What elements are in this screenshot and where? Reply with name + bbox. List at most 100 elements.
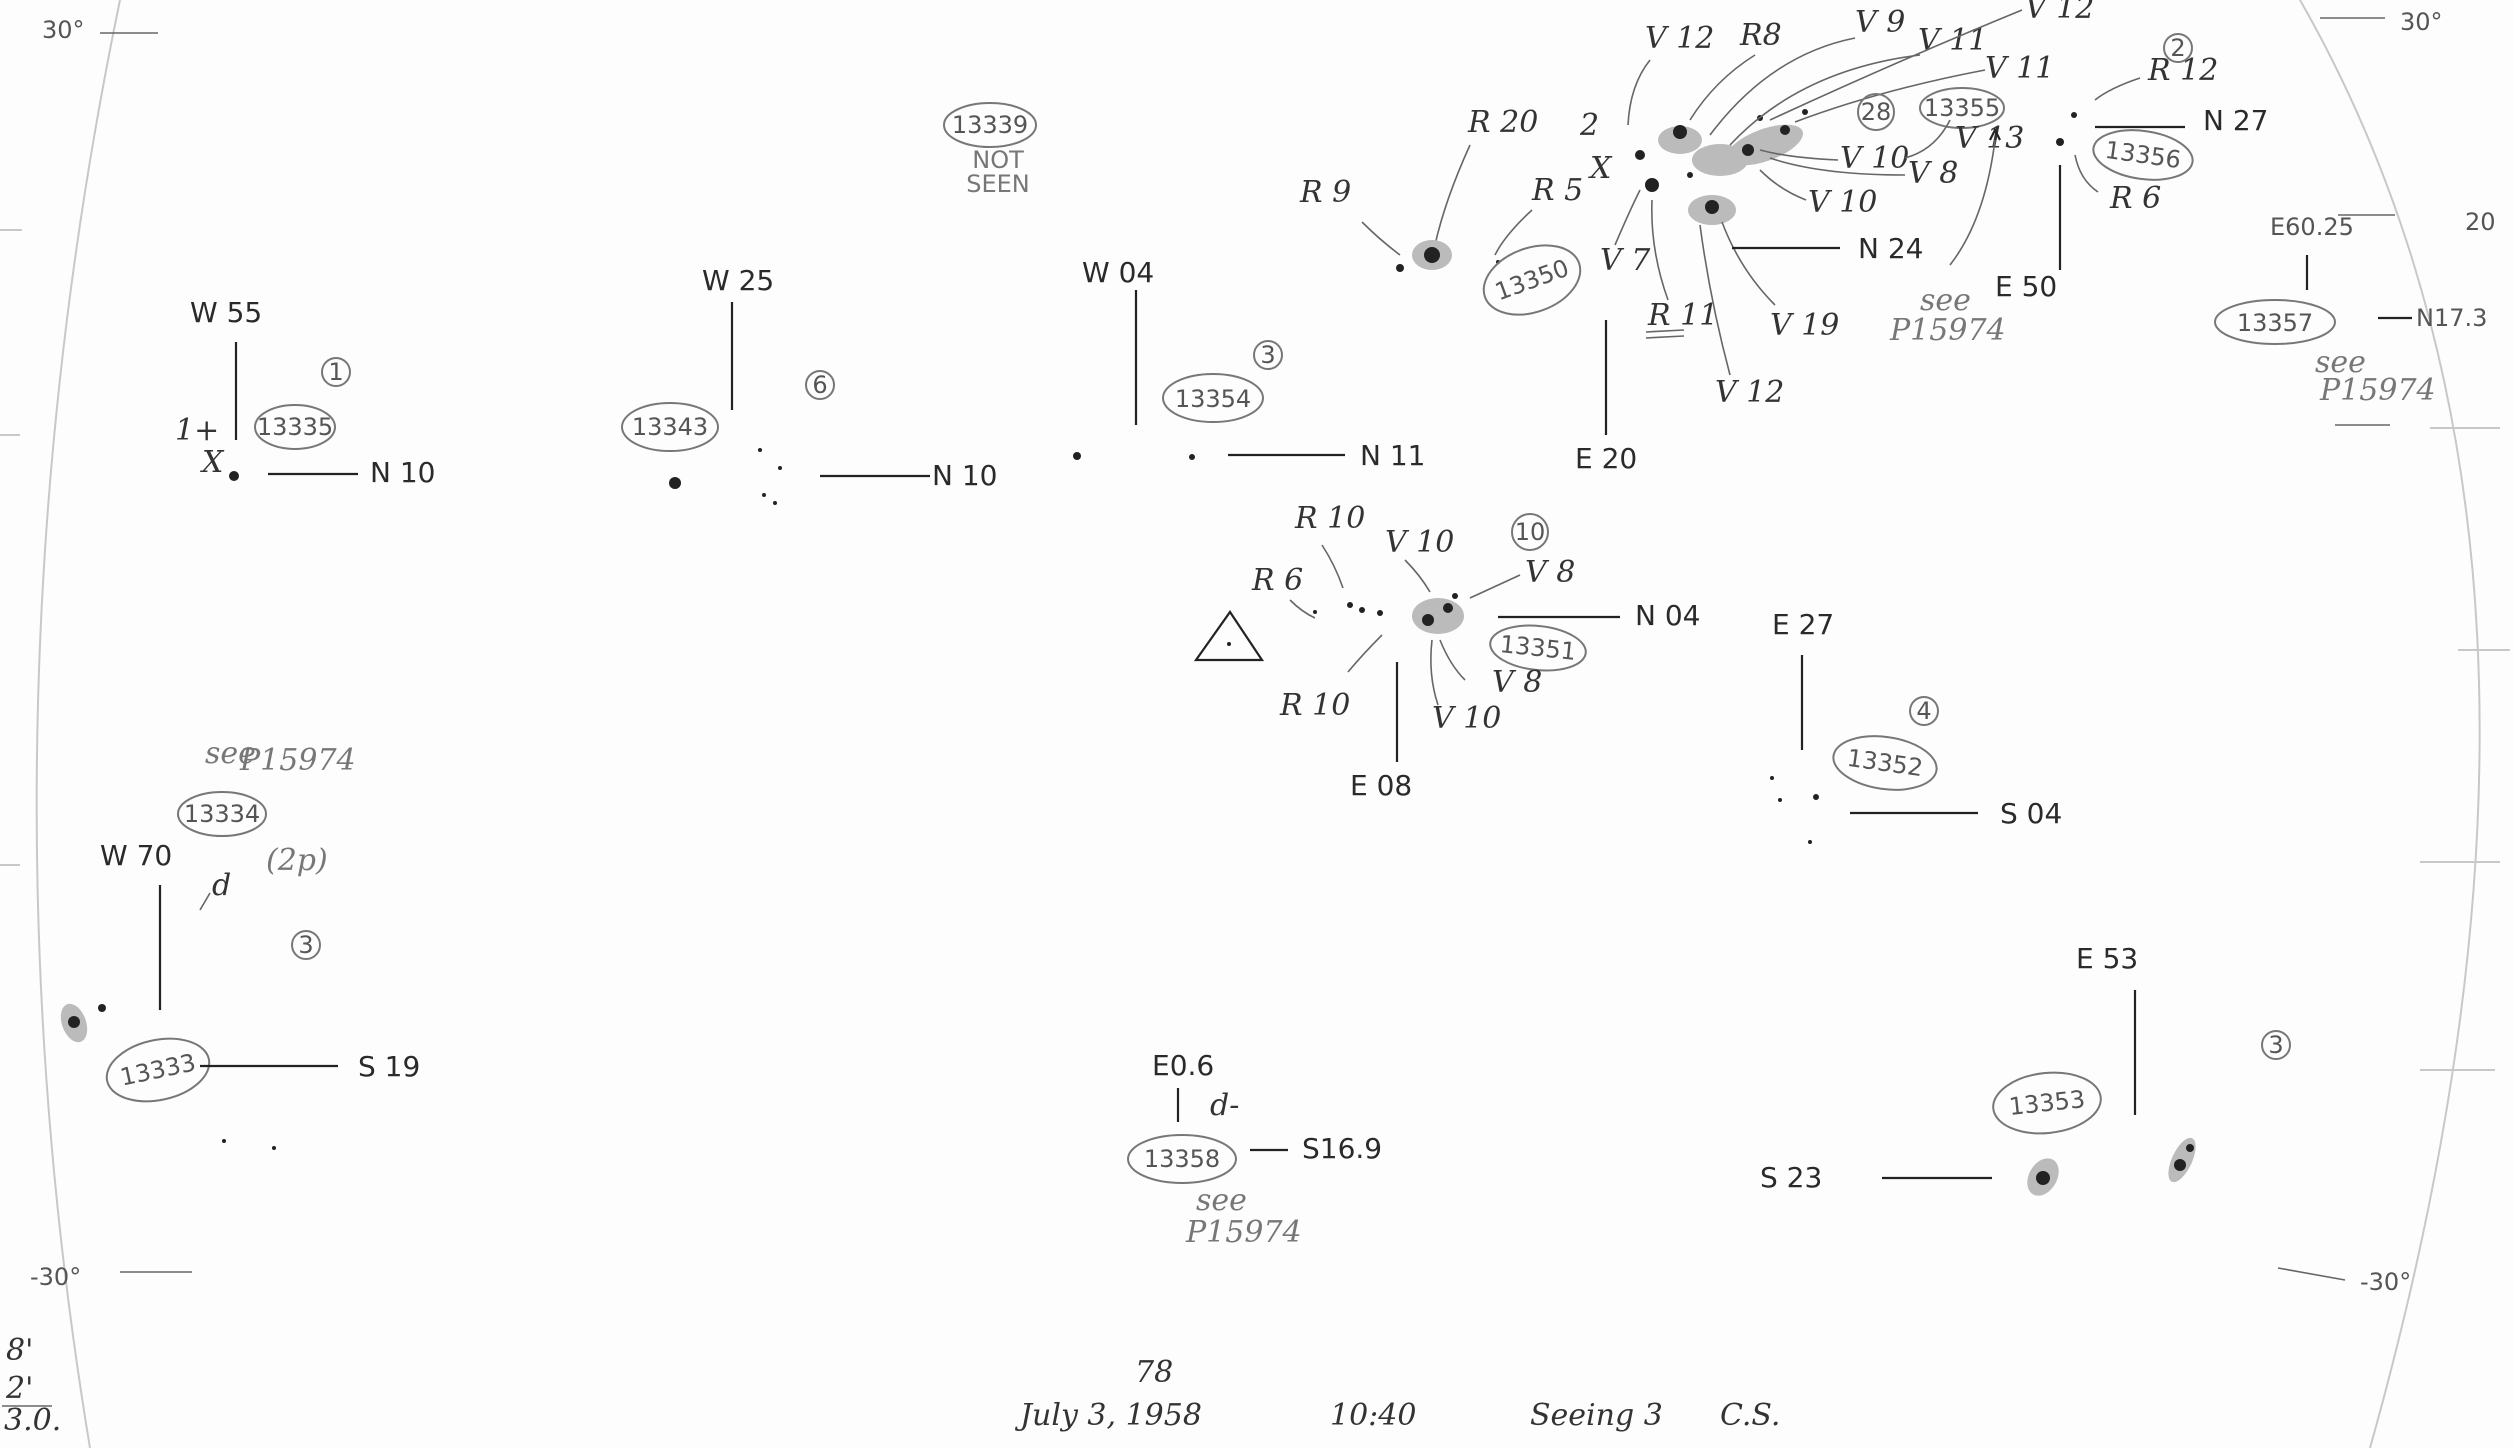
spot-count: 3 xyxy=(2268,1031,2283,1059)
observation-date: July 3, 1958 xyxy=(1014,1398,1202,1433)
corner-notes: 8' 2' 3.0. xyxy=(2,1333,61,1438)
region-13358: E0.6 d- 13358 S16.9 see P15974 xyxy=(1127,1049,1382,1250)
longitude-label: E 27 xyxy=(1772,608,1834,641)
latitude-label: N 10 xyxy=(932,459,997,492)
count-circle xyxy=(1857,93,1895,131)
latitude-label: N17.3 xyxy=(2416,304,2487,332)
sunspot xyxy=(669,477,681,489)
plate-reference: P15974 xyxy=(2319,373,2436,408)
longitude-label: E 08 xyxy=(1350,769,1412,802)
region-number: 13351 xyxy=(1499,630,1578,666)
region-number: 13357 xyxy=(2237,309,2313,337)
latitude-label: N 04 xyxy=(1635,599,1700,632)
region-number-oval xyxy=(1832,735,1938,791)
region-13333: W 70 3 13333 S 19 xyxy=(60,839,420,1150)
region-number: 13350 xyxy=(1491,254,1572,306)
solar-limb-east xyxy=(35,0,121,1448)
longitude-label: W 55 xyxy=(190,296,262,329)
note: (2p) xyxy=(266,843,328,878)
sunspot xyxy=(1770,776,1774,780)
plate-reference: P15974 xyxy=(1185,1215,1302,1250)
region-13352: E 27 4 13352 S 04 xyxy=(1770,608,2062,844)
region-number-oval xyxy=(1489,624,1587,672)
sunspot xyxy=(98,1004,106,1012)
solar-limb-west xyxy=(2299,0,2481,1448)
longitude-label: W 70 xyxy=(100,839,172,872)
spot-label: V 8 xyxy=(1492,665,1542,700)
latitude-label: S 04 xyxy=(2000,797,2062,830)
region-number: 13353 xyxy=(2008,1085,2087,1121)
latitude-mark-n30-right: 30° xyxy=(2320,8,2443,36)
spot-count: 3 xyxy=(1260,341,1275,369)
seeing-value: Seeing 3 xyxy=(1530,1398,1663,1433)
latitude-label: N 27 xyxy=(2203,104,2268,137)
longitude-label: W 25 xyxy=(702,264,774,297)
spot-label: 2 xyxy=(1579,108,1599,143)
spot-label: R 10 xyxy=(1279,688,1350,723)
region-number: 13334 xyxy=(184,800,260,828)
region-number-oval xyxy=(177,791,267,837)
spot-count: 6 xyxy=(812,371,827,399)
region-number-oval xyxy=(621,402,719,452)
count-circle xyxy=(2261,1030,2291,1060)
spot-label: V 19 xyxy=(1770,308,1839,343)
count-circle xyxy=(2163,33,2193,63)
sunspot xyxy=(2174,1159,2186,1171)
longitude-label: E 50 xyxy=(1995,270,2057,303)
region-number-oval xyxy=(1482,244,1582,316)
sunspot xyxy=(1359,607,1365,613)
spot-label: R 10 xyxy=(1294,501,1365,536)
region-number-oval xyxy=(1992,1071,2102,1135)
region-number-oval xyxy=(105,1037,211,1103)
region-number: 13356 xyxy=(2103,136,2183,174)
spot-count: 3 xyxy=(298,931,313,959)
sunspot xyxy=(1313,610,1317,614)
region-13351: R 10 R 6 V 10 10 V 8 N 04 13351 V 8 R 10… xyxy=(1193,501,1700,802)
region-number: 13335 xyxy=(257,413,333,441)
sunspot xyxy=(1780,125,1790,135)
region-number-oval xyxy=(1919,87,2005,129)
x-mark: X xyxy=(1588,151,1613,186)
footer-metadata: July 3, 1958 78 10:40 Seeing 3 C.S. xyxy=(1014,1355,1780,1433)
sunspot xyxy=(1443,603,1453,613)
spot-count: 4 xyxy=(1916,697,1931,725)
region-13355: 13355 V 13 see P15974 xyxy=(1889,87,2024,348)
longitude-label: W 04 xyxy=(1082,256,1154,289)
triangle-symbol xyxy=(1193,610,1265,662)
longitude-label: E 53 xyxy=(2076,942,2138,975)
sunspot xyxy=(272,1146,276,1150)
symbol: d- xyxy=(1210,1088,1239,1123)
latitude-mark-20-right: 20 xyxy=(2335,208,2496,426)
sunspot xyxy=(773,501,777,505)
region-13354: W 04 13354 3 N 11 xyxy=(1073,256,1425,472)
svg-text:30°: 30° xyxy=(42,16,85,44)
sunspot xyxy=(1189,454,1195,460)
sunspot xyxy=(1705,200,1719,214)
svg-text:-30°: -30° xyxy=(30,1263,81,1291)
sunspot xyxy=(1347,602,1353,608)
sunspot xyxy=(758,448,762,452)
count-circle xyxy=(321,357,351,387)
sunspot xyxy=(1377,610,1383,616)
spot-label: V 8 xyxy=(1908,156,1958,191)
sunspot xyxy=(1808,840,1812,844)
sunspot-penumbra xyxy=(1658,126,1702,154)
sunspot xyxy=(222,1139,226,1143)
spot-label: R8 xyxy=(1739,18,1782,53)
spot-label: V 11 xyxy=(1985,51,2054,86)
x-mark: X xyxy=(200,445,225,480)
sunspot xyxy=(2071,112,2077,118)
spot-label: V 10 xyxy=(1808,185,1877,220)
spot-label: V 12 xyxy=(2025,0,2094,26)
spot-label: V 12 xyxy=(1645,21,1714,56)
plate-reference: P15974 xyxy=(1889,313,2006,348)
sunspot xyxy=(1802,109,1808,115)
spot-label: V 10 xyxy=(1385,525,1454,560)
count-circle xyxy=(1511,513,1549,551)
note: 1+ xyxy=(175,413,219,448)
sunspot xyxy=(229,471,239,481)
region-13353: E 53 3 13353 S 23 xyxy=(1760,942,2291,1196)
sunspot xyxy=(1687,172,1693,178)
date-annotation: 78 xyxy=(1135,1355,1173,1390)
